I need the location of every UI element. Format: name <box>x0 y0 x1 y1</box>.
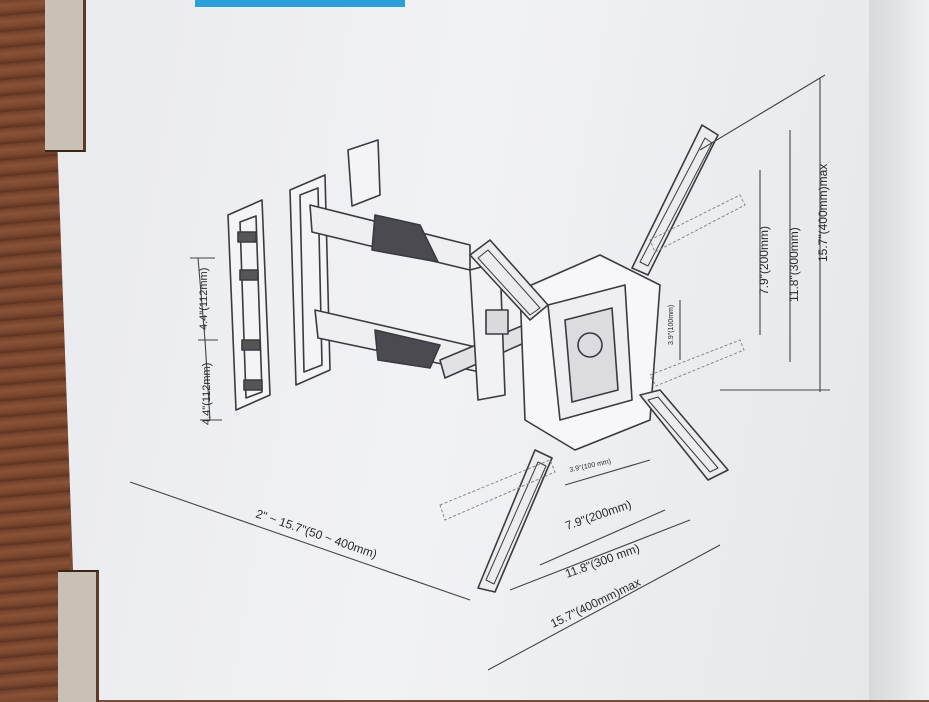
wall-plate <box>227 199 271 411</box>
upper-arm <box>309 204 471 271</box>
dim-vesa-small-h: 3.9"(100 mm) <box>569 458 612 474</box>
dim-vesa-small-v: 3.9"(100mm) <box>668 305 675 345</box>
bracket-arm-lower-right <box>639 389 729 481</box>
blue-print-strip <box>195 0 405 7</box>
dim-vertical-200: 7.9"(200mm) <box>757 226 771 295</box>
dim-horizontal-400: 15.7"(400mm)max <box>548 575 642 631</box>
cardboard-flap-top <box>45 0 86 152</box>
bracket-arm-lower-left <box>477 449 553 593</box>
box-side-edge <box>869 0 929 700</box>
dimension-lines <box>129 74 830 671</box>
dim-wall-upper: 4.4"(112mm) <box>198 268 210 330</box>
dim-extension: 2" ~ 15.7"(50 ~ 400mm) <box>254 507 379 562</box>
dim-horizontal-300: 11.8"(300 mm) <box>563 541 641 581</box>
dim-vertical-400: 15.7"(400mm)max <box>816 164 830 262</box>
pivot-joint <box>469 261 509 401</box>
vesa-center-plate <box>519 254 661 451</box>
ghost-arms <box>439 194 746 521</box>
dim-wall-lower: 4.4"(112mm) <box>201 363 213 425</box>
bracket-arm-upper-left <box>469 239 549 321</box>
cardboard-flap-bottom <box>58 570 99 702</box>
dim-horizontal-200: 7.9"(200mm) <box>563 497 633 533</box>
dim-vertical-300: 11.8"(300mm) <box>787 227 801 302</box>
